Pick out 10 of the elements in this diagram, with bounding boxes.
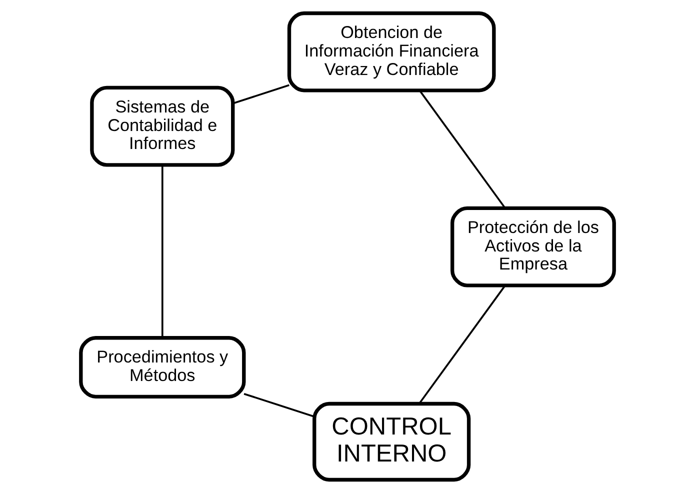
node-box: Obtencion de Información Financiera Veraz y Confiable [286, 11, 496, 92]
node-box: CONTROL INTERNO [312, 402, 470, 482]
connector [243, 392, 314, 418]
connector [418, 285, 506, 404]
connector [232, 84, 289, 104]
connector [418, 90, 506, 208]
node-box: Procedimientos y Métodos [78, 336, 246, 399]
node-box: Protección de los Activos de la Empresa [450, 206, 616, 288]
node-box: Sistemas de Contabilidad e Informes [90, 86, 234, 167]
connector [160, 165, 163, 338]
